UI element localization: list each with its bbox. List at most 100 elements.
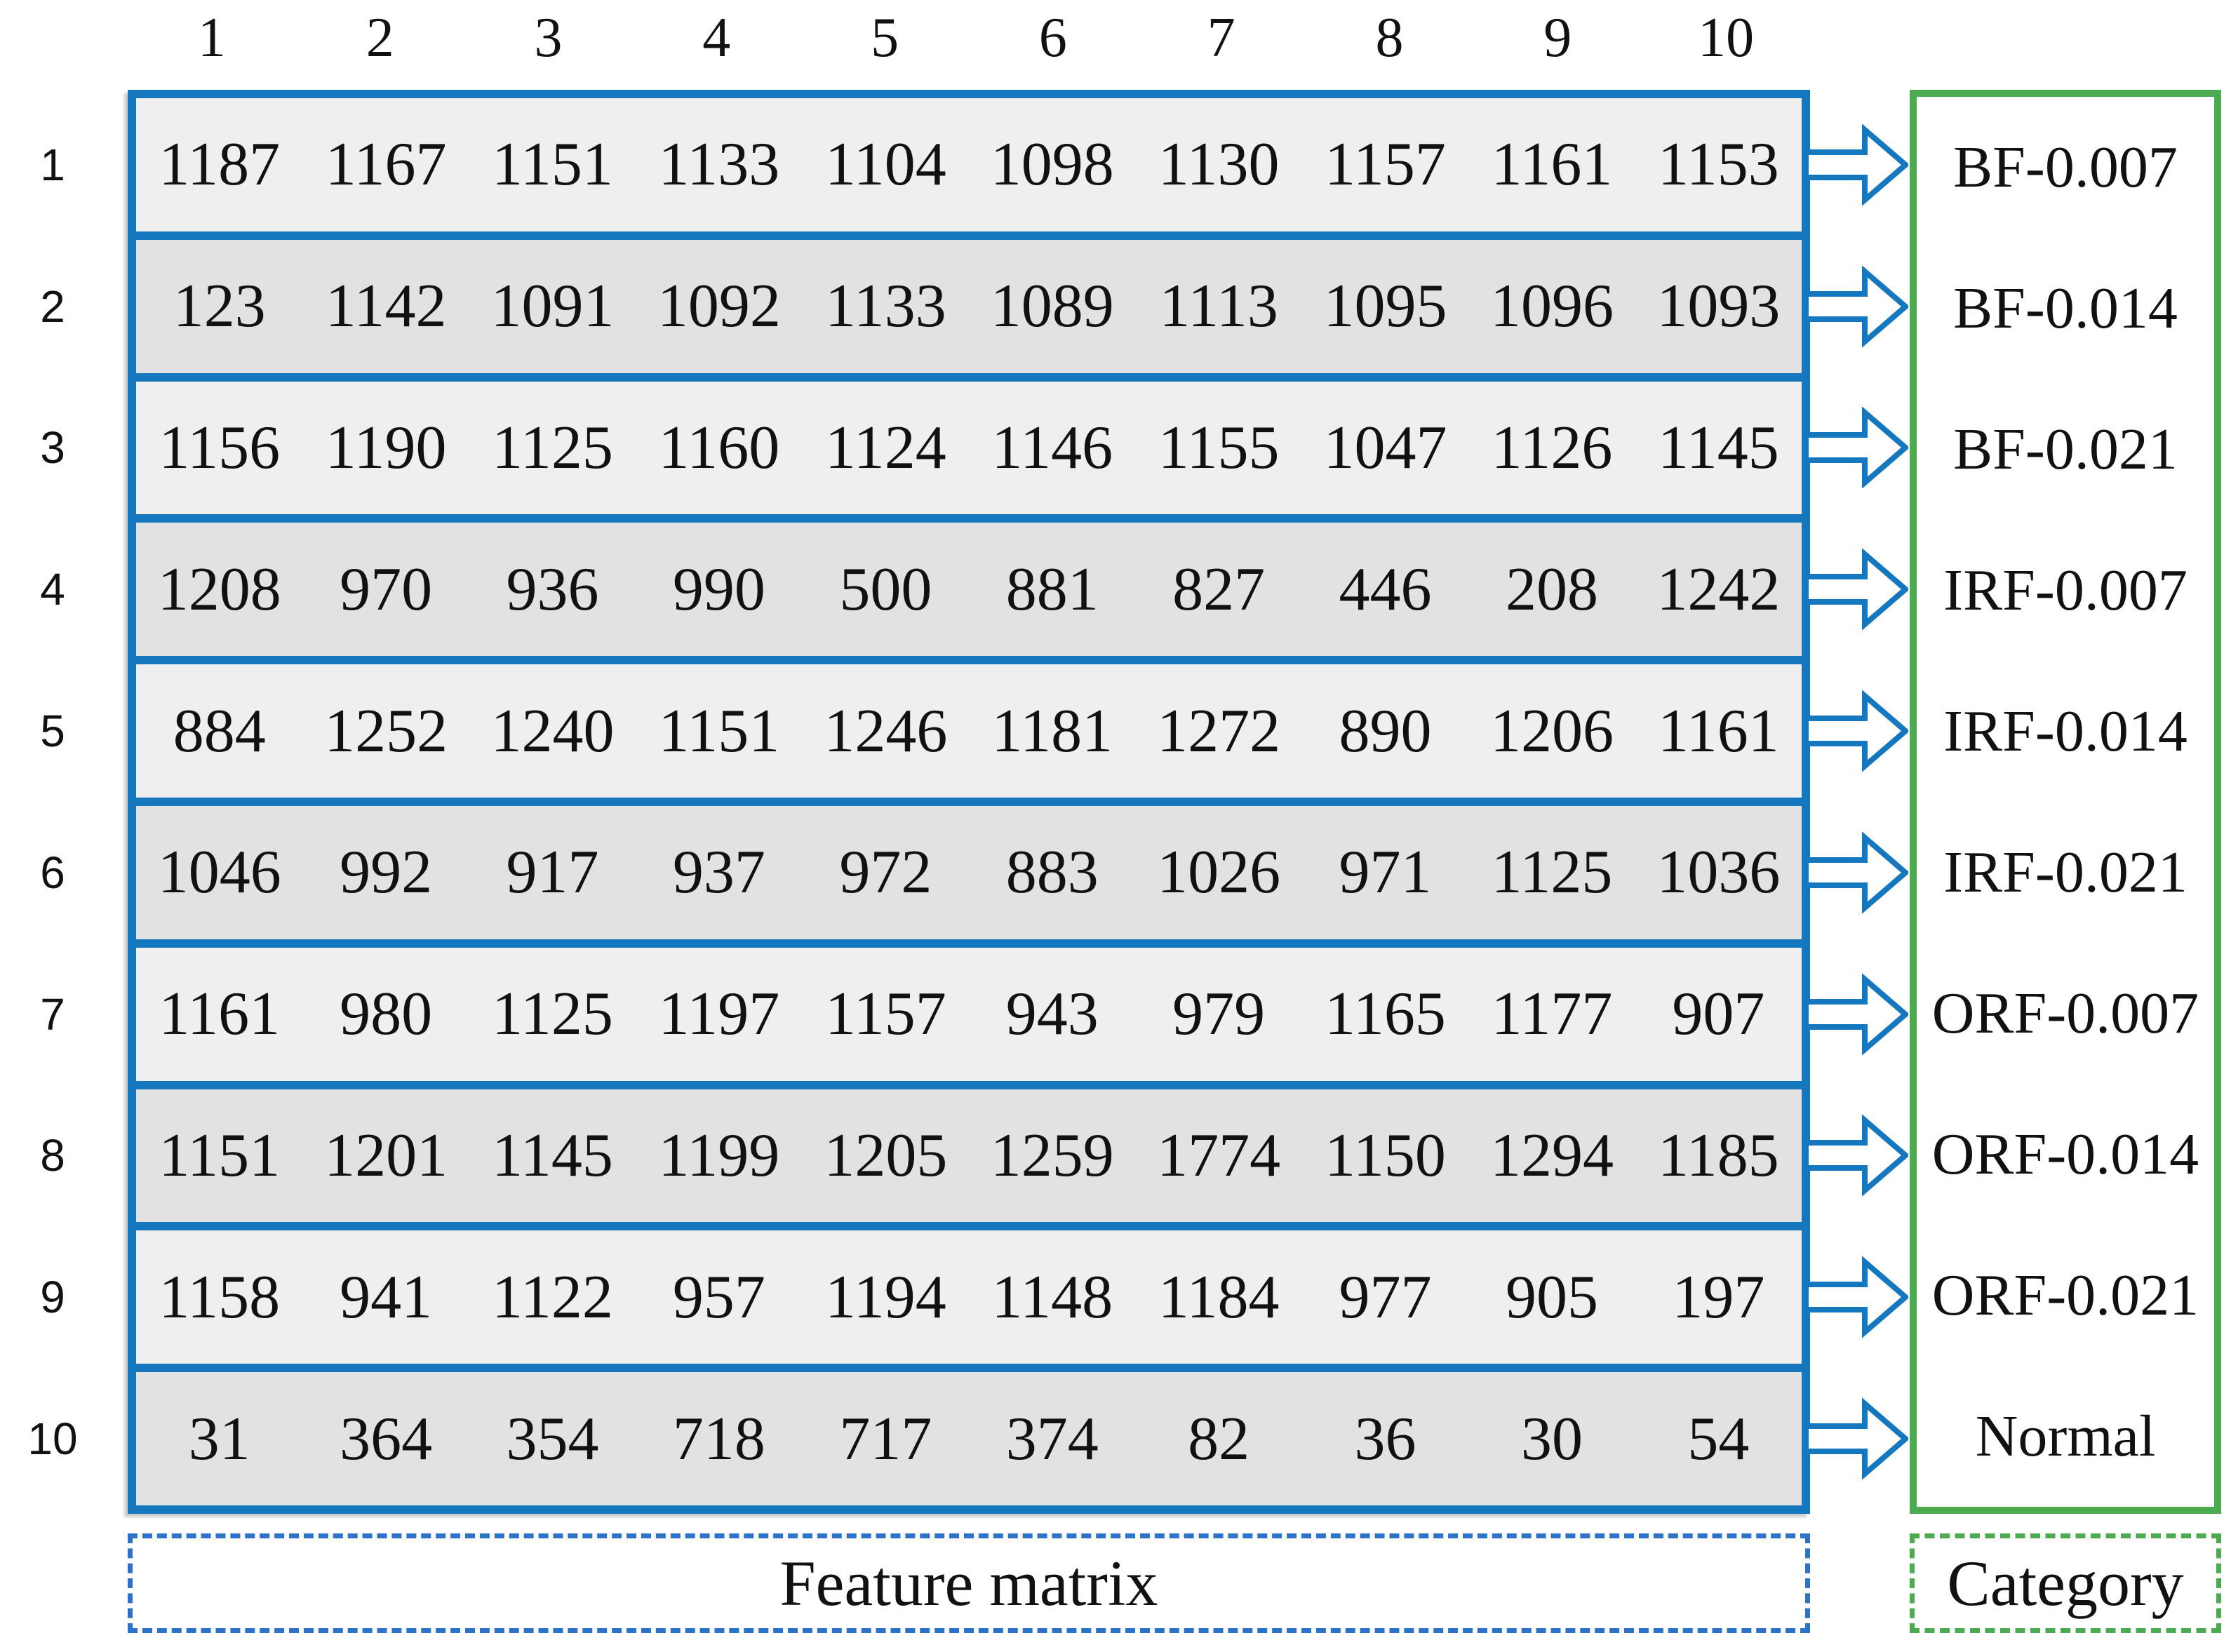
matrix-cell: 1246 [824, 697, 948, 765]
matrix-cell: 1190 [325, 413, 447, 482]
arrow-cell [1804, 98, 1910, 231]
matrix-cell: 54 [1687, 1404, 1750, 1473]
matrix-cell: 1133 [824, 272, 946, 341]
matrix-cell: 1184 [1158, 1263, 1280, 1331]
matrix-cell: 1046 [157, 838, 281, 907]
category-label: IRF-0.021 [1943, 840, 2188, 905]
arrow-column [1804, 98, 1910, 1505]
category-label: ORF-0.014 [1931, 1122, 2199, 1187]
arrow-cell [1804, 1372, 1910, 1505]
row-header-3: 3 [40, 422, 65, 474]
feature-matrix-caption-box: Feature matrix [128, 1533, 1810, 1633]
matrix-cell: 1091 [490, 272, 615, 341]
matrix-cell: 957 [672, 1263, 765, 1331]
matrix-cell: 364 [340, 1404, 433, 1473]
row-header-10: 10 [27, 1413, 78, 1465]
matrix-cell: 1194 [824, 1263, 946, 1331]
column-header-5: 5 [871, 7, 899, 69]
matrix-cell: 1047 [1323, 413, 1447, 482]
category-label: BF-0.021 [1953, 417, 2178, 482]
category-cell: ORF-0.014 [1917, 1084, 2214, 1225]
matrix-cell: 208 [1505, 555, 1598, 624]
column-header-3: 3 [534, 7, 563, 69]
matrix-cell: 941 [340, 1263, 433, 1331]
matrix-cell: 717 [839, 1404, 932, 1473]
category-label: Normal [1975, 1404, 2156, 1469]
matrix-cell: 1161 [159, 980, 281, 1049]
matrix-cell: 1161 [1491, 130, 1613, 199]
matrix-cell: 971 [1339, 838, 1432, 907]
row-header-7: 7 [40, 988, 65, 1040]
matrix-cell: 1125 [492, 980, 613, 1049]
matrix-cell: 917 [506, 838, 599, 907]
arrow-cell [1804, 664, 1910, 798]
matrix-cell: 972 [839, 838, 932, 907]
matrix-cell: 1167 [325, 130, 447, 199]
matrix-cell: 1272 [1157, 697, 1281, 765]
matrix-cell: 1151 [492, 130, 613, 199]
arrow-cell [1804, 948, 1910, 1081]
matrix-cell: 883 [1005, 838, 1099, 907]
matrix-cell: 1187 [159, 130, 281, 199]
matrix-cell: 1124 [824, 413, 946, 482]
matrix-cell: 1151 [658, 697, 780, 765]
matrix-cell: 1185 [1657, 1121, 1779, 1190]
matrix-cell: 1089 [990, 272, 1114, 341]
row-header-2: 2 [40, 281, 65, 332]
matrix-cell: 500 [839, 555, 932, 624]
matrix-cell: 1181 [991, 697, 1113, 765]
matrix-cell: 1148 [991, 1263, 1113, 1331]
row-header-5: 5 [40, 706, 65, 757]
matrix-cell: 1160 [658, 413, 780, 482]
matrix-cell: 1104 [824, 130, 946, 199]
matrix-cell: 197 [1672, 1263, 1765, 1331]
matrix-cell: 977 [1339, 1263, 1432, 1331]
matrix-cell: 1092 [657, 272, 781, 341]
category-cell: Normal [1917, 1366, 2214, 1507]
category-caption: Category [1947, 1547, 2184, 1619]
column-header-2: 2 [366, 7, 394, 69]
matrix-cell: 1093 [1656, 272, 1781, 341]
matrix-cell: 1113 [1159, 272, 1278, 341]
matrix-cell: 1095 [1323, 272, 1447, 341]
matrix-cell: 31 [188, 1404, 250, 1473]
matrix-cell: 1153 [1657, 130, 1779, 199]
column-header-10: 10 [1698, 7, 1755, 69]
matrix-cell: 1774 [1157, 1121, 1281, 1190]
category-label: IRF-0.007 [1943, 558, 2188, 623]
matrix-cell: 1126 [1491, 413, 1613, 482]
matrix-cell: 1252 [324, 697, 448, 765]
matrix-cell: 1026 [1157, 838, 1281, 907]
category-cell: BF-0.021 [1917, 379, 2214, 520]
matrix-cell: 1130 [1158, 130, 1280, 199]
matrix-cell: 1145 [492, 1121, 613, 1190]
column-header-6: 6 [1038, 7, 1067, 69]
category-label: ORF-0.007 [1931, 981, 2199, 1046]
matrix-cell: 990 [672, 555, 765, 624]
matrix-cell: 1122 [492, 1263, 613, 1331]
block-arrow-right-icon [1804, 690, 1908, 772]
matrix-cell: 970 [340, 555, 433, 624]
matrix-cell: 30 [1520, 1404, 1583, 1473]
matrix-cell: 937 [672, 838, 765, 907]
matrix-cell: 1157 [1325, 130, 1446, 199]
matrix-cell: 881 [1005, 555, 1099, 624]
matrix-cell: 905 [1505, 1263, 1598, 1331]
arrow-cell [1804, 382, 1910, 515]
block-arrow-right-icon [1804, 831, 1908, 913]
matrix-cell: 1161 [1657, 697, 1779, 765]
block-arrow-right-icon [1804, 549, 1908, 631]
matrix-cell: 1157 [824, 980, 946, 1049]
category-cell: BF-0.014 [1917, 238, 2214, 379]
matrix-cell: 1146 [991, 413, 1113, 482]
row-header-8: 8 [40, 1130, 65, 1181]
